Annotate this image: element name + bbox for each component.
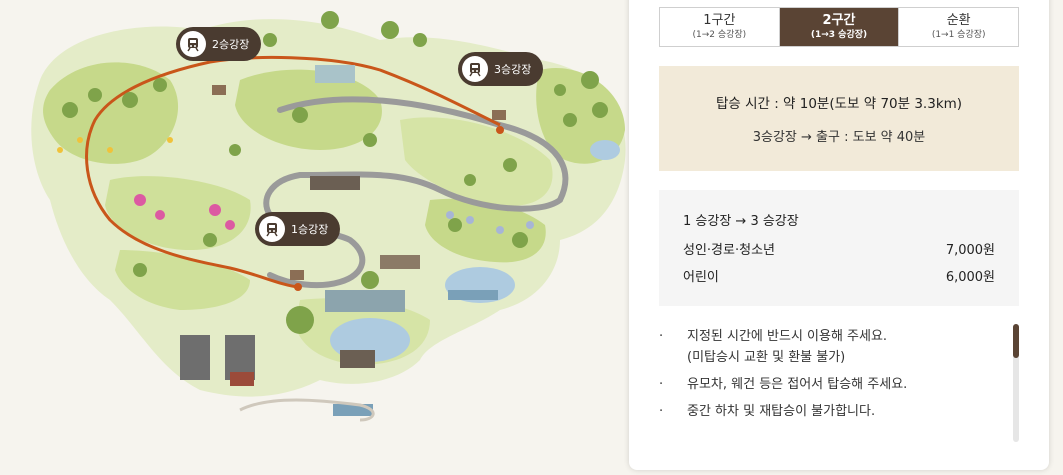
- route-info-panel: 1구간 (1→2 승강장) 2구간 (1→3 승강장) 순환 (1→1 승강장)…: [629, 0, 1049, 470]
- fare-box: 1 승강장 → 3 승강장 성인·경로·청소년 7,000원 어린이 6,000…: [659, 190, 1019, 306]
- bullet-icon: ·: [659, 404, 664, 419]
- notice-item: · 유모차, 웨건 등은 접어서 탑승해 주세요.: [659, 374, 1019, 395]
- fare-price: 7,000원: [945, 243, 995, 258]
- fare-row: 성인·경로·청소년 7,000원: [683, 239, 995, 258]
- fare-row: 어린이 6,000원: [683, 266, 995, 285]
- ride-time-box: 탑승 시간 : 약 10분(도보 약 70분 3.3km) 3승강장 → 출구 …: [659, 66, 1019, 171]
- station-2-marker[interactable]: 2승강장: [176, 27, 262, 61]
- notice-scrollbar-thumb[interactable]: [1013, 324, 1019, 358]
- tab-loop[interactable]: 순환 (1→1 승강장): [899, 8, 1018, 46]
- exit-walk-text: 3승강장 → 출구 : 도보 약 40분: [752, 130, 926, 145]
- notice-text: 지정된 시간에 반드시 이용해 주세요. (미탑승시 교환 및 환불 불가): [687, 329, 888, 365]
- station-3-marker[interactable]: 3승강장: [458, 52, 544, 86]
- map-illustration: [31, 11, 626, 422]
- notice-text: 중간 하차 및 재탑승이 불가합니다.: [687, 404, 876, 419]
- fare-price: 6,000원: [945, 270, 995, 285]
- notice-item: · 지정된 시간에 반드시 이용해 주세요. (미탑승시 교환 및 환불 불가): [659, 326, 1019, 368]
- station-label: 1승강장: [291, 223, 329, 236]
- bullet-icon: ·: [659, 329, 664, 344]
- train-icon: [462, 56, 488, 82]
- train-icon: [180, 31, 206, 57]
- notice-item: · 중간 하차 및 재탑승이 불가합니다.: [659, 401, 1019, 422]
- tab-title: 순환: [946, 12, 971, 28]
- station-label: 3승강장: [494, 63, 532, 76]
- fare-label: 성인·경로·청소년: [683, 243, 775, 258]
- fare-route: 1 승강장 → 3 승강장: [683, 214, 799, 229]
- tab-section-2[interactable]: 2구간 (1→3 승강장): [779, 8, 900, 46]
- tab-title: 1구간: [703, 12, 736, 28]
- station-1-marker[interactable]: 1승강장: [255, 212, 341, 246]
- route-tabs: 1구간 (1→2 승강장) 2구간 (1→3 승강장) 순환 (1→1 승강장): [659, 7, 1019, 47]
- station-label: 2승강장: [212, 38, 250, 51]
- notice-scrollbar-track[interactable]: [1013, 324, 1019, 442]
- train-icon: [259, 216, 285, 242]
- notice-text: 유모차, 웨건 등은 접어서 탑승해 주세요.: [687, 377, 908, 392]
- tab-subtitle: (1→2 승강장): [692, 29, 747, 40]
- tab-subtitle: (1→3 승강장): [810, 29, 868, 40]
- tab-section-1[interactable]: 1구간 (1→2 승강장): [660, 8, 780, 46]
- park-map: 2승강장 3승강장 1승강장: [31, 11, 626, 422]
- notice-list: ·지정된 시간에 반드시 이용해 주세요. (미탑승시 교환 및 환불 불가) …: [659, 326, 1019, 446]
- ride-time-text: 탑승 시간 : 약 10분(도보 약 70분 3.3km): [715, 96, 963, 112]
- tab-title: 2구간: [822, 12, 856, 28]
- tab-subtitle: (1→1 승강장): [931, 29, 986, 40]
- fare-label: 어린이: [683, 270, 719, 285]
- bullet-icon: ·: [659, 377, 664, 392]
